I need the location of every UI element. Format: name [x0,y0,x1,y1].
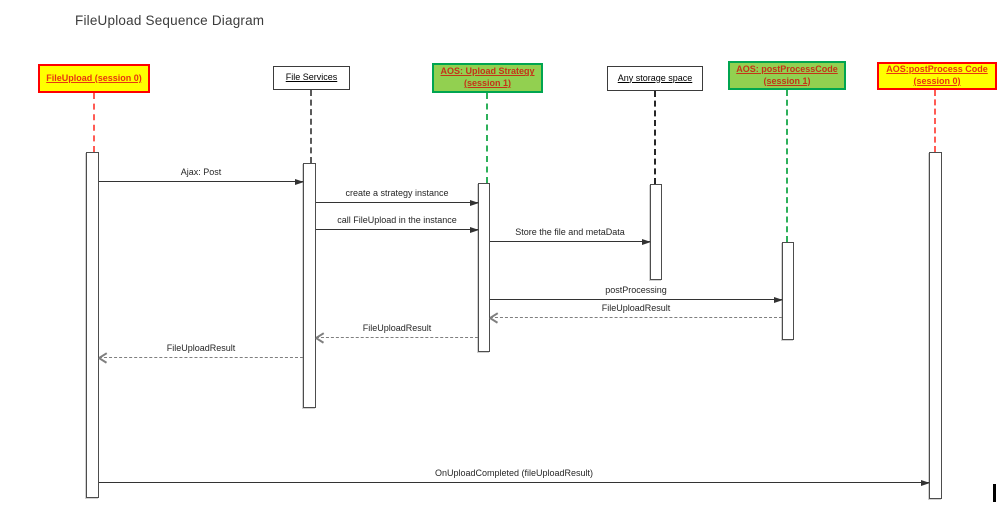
lifeline-file-services [310,90,312,163]
message-label: Ajax: Post [180,167,222,177]
message-onuploadcompleted: OnUploadCompleted (fileUploadResult) [99,463,930,487]
arrowhead-right-icon [470,200,479,207]
message-fileuploadresult-to-file-services: FileUploadResult [316,318,478,338]
message-fileuploadresult-to-strategy: FileUploadResult [490,298,782,318]
message-line [99,180,303,182]
actor-upload-strategy-session-1: AOS: Upload Strategy (session 1) [432,63,543,93]
actor-postprocesscode-session-1: AOS: postProcessCode (session 1) [728,61,846,90]
message-label: call FileUpload in the instance [337,215,457,225]
message-postprocessing: postProcessing [490,280,783,304]
message-label: FileUploadResult [601,303,671,313]
message-label: create a strategy instance [345,188,449,198]
diagram-title: FileUpload Sequence Diagram [75,13,265,28]
activation-fileupload [86,152,99,498]
message-label: FileUploadResult [166,343,236,353]
lifeline-postprocess-code-session-0 [934,90,936,152]
actor-label: AOS:postProcess Code (session 0) [886,64,988,86]
message-line [490,317,782,318]
lifeline-fileupload-session-0 [93,93,95,152]
message-line [490,298,782,300]
actor-fileupload-session-0: FileUpload (session 0) [38,64,150,93]
lifeline-any-storage-space [654,91,656,184]
actor-postprocess-code-session-0: AOS:postProcess Code (session 0) [877,62,997,90]
lifeline-upload-strategy [486,93,488,183]
message-call-fileupload-instance: call FileUpload in the instance [316,210,479,234]
arrowhead-right-icon [921,480,930,487]
text-cursor-mark [993,484,996,502]
actor-label: File Services [285,72,338,83]
actor-label: FileUpload (session 0) [46,72,142,83]
message-label: postProcessing [605,285,667,295]
activation-upload-strategy [478,183,490,352]
message-label: FileUploadResult [362,323,432,333]
message-label: OnUploadCompleted (fileUploadResult) [434,468,594,478]
message-ajax-post: Ajax: Post [99,162,304,186]
message-line [316,337,478,338]
lifeline-postprocesscode-session-1 [786,90,788,242]
message-line [99,481,929,483]
arrowhead-right-icon [295,179,304,186]
message-store-file-metadata: Store the file and metaData [490,222,651,246]
actor-label: Any storage space [617,72,693,83]
activation-file-services [303,163,316,408]
actor-label: AOS: postProcessCode (session 1) [736,63,838,86]
message-line [490,240,650,242]
actor-any-storage-space: Any storage space [607,66,703,91]
activation-postprocesscode-session-1 [782,242,794,340]
activation-any-storage-space [650,184,662,280]
message-line [316,201,478,203]
activation-postprocess-code-session-0 [929,152,942,499]
arrowhead-right-icon [774,297,783,304]
message-line [316,228,478,230]
actor-label: AOS: Upload Strategy (session 1) [440,66,535,88]
message-fileuploadresult-to-fileupload: FileUploadResult [99,338,303,358]
arrowhead-right-icon [470,227,479,234]
message-create-strategy-instance: create a strategy instance [316,183,479,207]
arrowhead-right-icon [642,239,651,246]
message-label: Store the file and metaData [515,227,625,237]
message-line [99,357,303,358]
actor-file-services: File Services [273,66,350,90]
